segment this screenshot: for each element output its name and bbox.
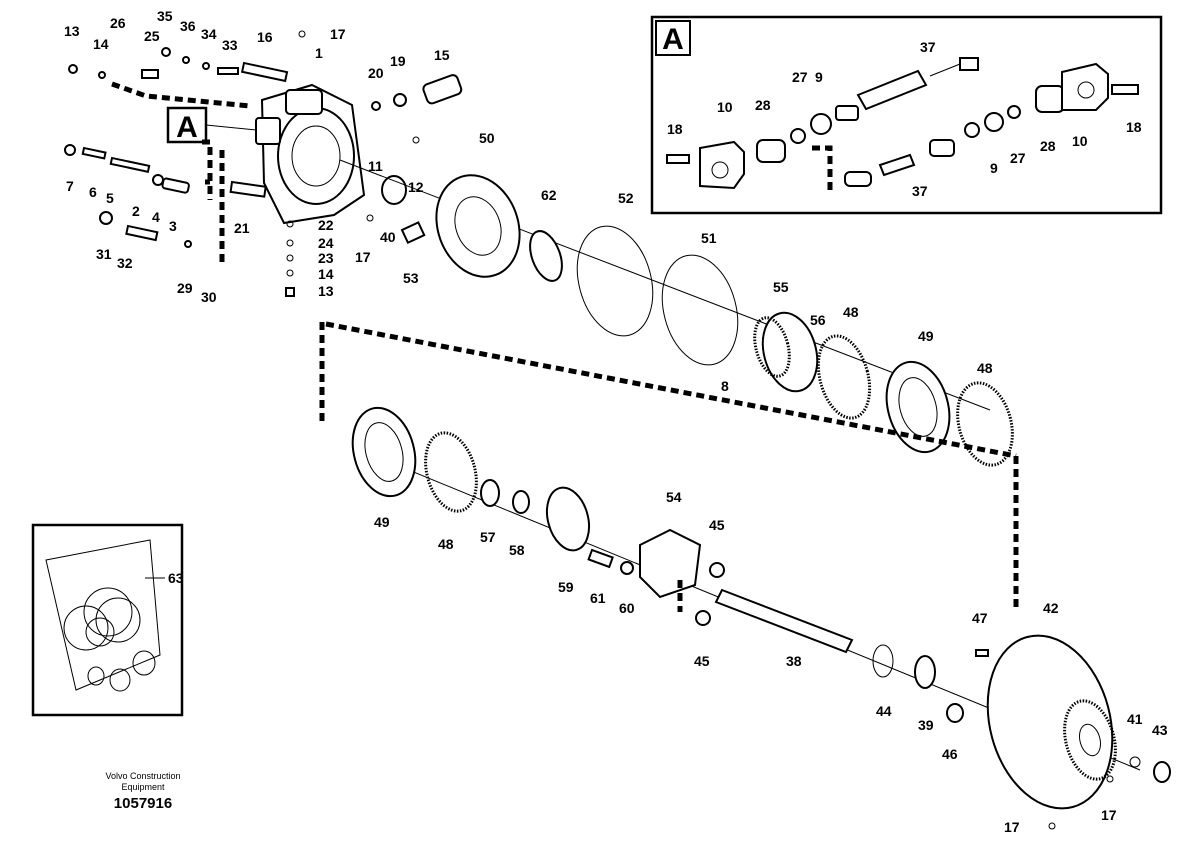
callout-30: 30 bbox=[201, 289, 217, 305]
detail-a-reference: A bbox=[176, 111, 198, 144]
callout-13-top: 13 bbox=[64, 23, 80, 39]
callout-17-hub-bottom: 17 bbox=[1004, 819, 1020, 835]
callout-17-top: 17 bbox=[330, 26, 346, 42]
callout-27-left: 27 bbox=[792, 69, 808, 85]
callout-24: 24 bbox=[318, 235, 334, 251]
callout-27-right: 27 bbox=[1010, 150, 1026, 166]
callouts: 13 14 26 25 35 36 34 33 16 1 17 20 19 15… bbox=[64, 8, 1168, 835]
callout-2: 2 bbox=[132, 203, 140, 219]
callout-46: 46 bbox=[942, 746, 958, 762]
callout-45-lower: 45 bbox=[694, 653, 710, 669]
callout-35: 35 bbox=[157, 8, 173, 24]
footer-company-line1: Volvo Construction bbox=[105, 771, 180, 781]
callout-48-upper-right: 48 bbox=[977, 360, 993, 376]
detail-a-inset: A 37 27 9 bbox=[650, 15, 1163, 215]
callout-17-mid: 17 bbox=[355, 249, 371, 265]
callout-48-lower: 48 bbox=[438, 536, 454, 552]
callout-55: 55 bbox=[773, 279, 789, 295]
footer-company-line2: Equipment bbox=[121, 782, 165, 792]
callout-6: 6 bbox=[89, 184, 97, 200]
callout-56: 56 bbox=[810, 312, 826, 328]
callout-38: 38 bbox=[786, 653, 802, 669]
footer: Volvo Construction Equipment 1057916 bbox=[105, 771, 180, 812]
relief-valve-left bbox=[666, 57, 979, 190]
main-axis-parts bbox=[319, 159, 1019, 612]
callout-33: 33 bbox=[222, 37, 238, 53]
callout-49-upper: 49 bbox=[918, 328, 934, 344]
callout-40: 40 bbox=[380, 229, 396, 245]
callout-15: 15 bbox=[434, 47, 450, 63]
callout-44: 44 bbox=[876, 703, 892, 719]
callout-21: 21 bbox=[234, 220, 250, 236]
callout-36: 36 bbox=[180, 18, 196, 34]
callout-9-right: 9 bbox=[990, 160, 998, 176]
callout-60: 60 bbox=[619, 600, 635, 616]
callout-18-left: 18 bbox=[667, 121, 683, 137]
callout-59: 59 bbox=[558, 579, 574, 595]
relief-valve-right bbox=[844, 62, 1139, 187]
callout-57: 57 bbox=[480, 529, 496, 545]
callout-45-upper: 45 bbox=[709, 517, 725, 533]
callout-3: 3 bbox=[169, 218, 177, 234]
callout-39: 39 bbox=[918, 717, 934, 733]
callout-50: 50 bbox=[479, 130, 495, 146]
callout-61: 61 bbox=[590, 590, 606, 606]
callout-28-left: 28 bbox=[755, 97, 771, 113]
callout-9-left: 9 bbox=[815, 69, 823, 85]
callout-13-bottom: 13 bbox=[318, 283, 334, 299]
callout-1: 1 bbox=[315, 45, 323, 61]
seal-kit-inset: 63 bbox=[31, 523, 184, 717]
callout-53: 53 bbox=[403, 270, 419, 286]
callout-28-right: 28 bbox=[1040, 138, 1056, 154]
callout-47: 47 bbox=[972, 610, 988, 626]
callout-8: 8 bbox=[721, 378, 729, 394]
callout-17-hub-right: 17 bbox=[1101, 807, 1117, 823]
callout-11: 11 bbox=[368, 158, 383, 174]
callout-41: 41 bbox=[1127, 711, 1143, 727]
callout-37-top: 37 bbox=[920, 39, 936, 55]
brake-and-shaft-group bbox=[351, 406, 1171, 830]
callout-14-bottom: 14 bbox=[318, 266, 334, 282]
callout-5: 5 bbox=[106, 190, 114, 206]
callout-42: 42 bbox=[1043, 600, 1059, 616]
callout-14-top: 14 bbox=[93, 36, 109, 52]
callout-32: 32 bbox=[117, 255, 133, 271]
motor-housing-group: A bbox=[64, 30, 463, 297]
detail-a-label: A bbox=[662, 23, 684, 56]
callout-16: 16 bbox=[257, 29, 273, 45]
callout-34: 34 bbox=[201, 26, 217, 42]
callout-49-lower: 49 bbox=[374, 514, 390, 530]
callout-12: 12 bbox=[408, 179, 424, 195]
callout-29: 29 bbox=[177, 280, 193, 296]
callout-54: 54 bbox=[666, 489, 682, 505]
footer-drawing-number: 1057916 bbox=[114, 795, 172, 812]
callout-58: 58 bbox=[509, 542, 525, 558]
callout-62: 62 bbox=[541, 187, 557, 203]
callout-51: 51 bbox=[701, 230, 717, 246]
callout-10-left: 10 bbox=[717, 99, 733, 115]
callout-48-upper-left: 48 bbox=[843, 304, 859, 320]
callout-31: 31 bbox=[96, 246, 112, 262]
callout-10-right: 10 bbox=[1072, 133, 1088, 149]
callout-63: 63 bbox=[168, 570, 184, 586]
callout-23: 23 bbox=[318, 250, 334, 266]
callout-4: 4 bbox=[152, 209, 160, 225]
callout-52: 52 bbox=[618, 190, 634, 206]
callout-7: 7 bbox=[66, 178, 74, 194]
callout-20: 20 bbox=[368, 65, 384, 81]
callout-43: 43 bbox=[1152, 722, 1168, 738]
callout-18-right: 18 bbox=[1126, 119, 1142, 135]
callout-19: 19 bbox=[390, 53, 406, 69]
callout-25: 25 bbox=[144, 28, 160, 44]
callout-22: 22 bbox=[318, 217, 334, 233]
callout-37-bottom: 37 bbox=[912, 183, 928, 199]
callout-26: 26 bbox=[110, 15, 126, 31]
